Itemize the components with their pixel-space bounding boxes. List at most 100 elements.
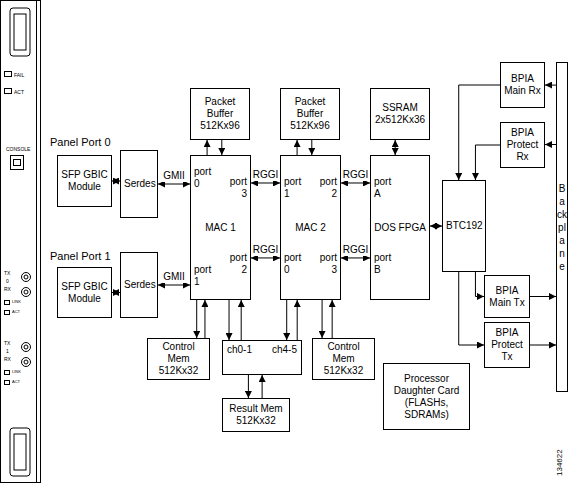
memory-box: Packet Buffer 512Kx96	[280, 88, 340, 140]
text-group: DOS FPGA	[371, 222, 429, 234]
block-label: SFP GBIC Module	[61, 169, 108, 193]
faceplate-label: TX	[4, 271, 10, 276]
block-label: Serdes	[124, 279, 154, 291]
signal-arrow	[229, 300, 230, 340]
signal-arrow	[459, 85, 500, 180]
signal-arrow	[341, 182, 370, 183]
block-label: Control Mem 512Kx32	[151, 341, 206, 377]
sfp-port	[24, 275, 28, 279]
text-group: BPIA Main Rx	[501, 73, 544, 97]
signal-arrow	[207, 140, 208, 155]
block-label: SSRAM 2x512Kx36	[374, 102, 426, 126]
port-label: port 2	[225, 252, 247, 276]
block-label: BPIA Main Tx	[488, 285, 526, 309]
led	[5, 301, 10, 305]
text-group: MAC 1	[191, 222, 250, 234]
bus-label: GMII	[162, 271, 186, 283]
signal-arrow	[332, 300, 333, 338]
text-group: Packet Buffer 512Kx96	[191, 96, 249, 132]
faceplate-label: LINK	[12, 300, 21, 304]
ejector-handle	[10, 8, 30, 56]
signal-arrow	[158, 285, 190, 286]
text-group: SSRAM 2x512Kx36	[371, 102, 429, 126]
text-group: Serdes	[121, 279, 157, 291]
text-group: Control Mem 512Kx32	[148, 341, 209, 377]
bpia-box: BPIA Protect Rx	[500, 122, 545, 168]
faceplate-label: CONSOLE	[6, 147, 30, 152]
serdes-block: Serdes	[120, 252, 158, 318]
signal-arrow	[204, 300, 205, 338]
btc-block: BTC192	[442, 180, 486, 272]
console-port	[14, 160, 21, 166]
port-label: port B	[374, 252, 396, 276]
block-label: MAC 2	[284, 222, 337, 234]
memory-box: Control Mem 512Kx32	[147, 338, 210, 380]
bus-label: RGGI	[342, 244, 370, 256]
signal-arrow	[251, 257, 280, 258]
faceplate-label: LINK	[12, 370, 21, 374]
port-label: port 1	[194, 264, 216, 288]
sfp-port	[22, 273, 31, 282]
signal-arrow	[475, 272, 484, 297]
signal-arrow	[112, 181, 120, 182]
block-label: Packet Buffer 512Kx96	[194, 96, 246, 132]
mac-block: port 0port 3port 2port 1MAC 1	[190, 155, 251, 300]
faceplate-outline	[1, 1, 41, 483]
block-label: Control Mem 512Kx32	[316, 341, 371, 377]
port-label: ch0-1	[227, 344, 252, 356]
block-label: Backplane	[557, 182, 567, 273]
bus-label: RGGI	[252, 169, 280, 181]
port-label: port 3	[315, 252, 337, 276]
figure-number: 134622	[556, 449, 564, 476]
sfp-port	[24, 360, 28, 364]
faceplate-label: FAIL	[14, 73, 24, 78]
port-label: port 2	[315, 176, 337, 200]
text-group: BPIA Protect Tx	[485, 327, 529, 363]
bus-label: RGGI	[342, 169, 370, 181]
signal-arrow	[251, 182, 280, 183]
faceplate-label: RX	[4, 287, 11, 292]
bus-label: RGGI	[252, 244, 280, 256]
faceplate-label: 1	[6, 349, 9, 354]
daughter-card-box: Processor Daughter Card(FLASHs, SDRAMs)	[383, 363, 470, 430]
text-group: Packet Buffer 512Kx96	[281, 96, 339, 132]
led	[5, 381, 10, 385]
signal-arrow	[545, 85, 556, 86]
block-label: BTC192	[446, 220, 482, 232]
mac-block: port 1port 2port 0port 3MAC 2	[280, 155, 341, 300]
block-label: MAC 1	[194, 222, 247, 234]
block-label: BPIA Main Rx	[504, 73, 541, 97]
block-label: BPIA Protect Tx	[488, 327, 526, 363]
text-group: BPIA Main Tx	[485, 285, 529, 309]
backplane-bar: Backplane	[556, 62, 568, 392]
faceplate	[1, 0, 41, 483]
signal-arrow	[322, 300, 323, 338]
signal-arrow	[530, 345, 556, 346]
signal-arrow	[248, 375, 249, 398]
port-label: ch4-5	[272, 344, 297, 356]
bpia-box: BPIA Main Tx	[484, 275, 530, 318]
memory-box: SSRAM 2x512Kx36	[370, 88, 430, 140]
console-port	[11, 156, 24, 170]
sfp-port	[24, 345, 28, 349]
text-group: BPIA Protect Rx	[501, 127, 544, 163]
text-group: SFP GBIC Module	[58, 169, 111, 193]
signal-arrow	[112, 292, 120, 293]
block-label: Packet Buffer 512Kx96	[284, 96, 336, 132]
sfp-module: SFP GBIC Module	[57, 267, 112, 318]
bpia-box: BPIA Protect Tx	[484, 322, 530, 368]
faceplate-label: ACT	[12, 380, 20, 384]
block-label: Processor Daughter Card	[387, 373, 466, 397]
bpia-box: BPIA Main Rx	[500, 62, 545, 108]
faceplate-label: RX	[4, 357, 11, 362]
signal-arrow	[311, 140, 312, 155]
block-label: SFP GBIC Module	[61, 281, 108, 305]
signal-arrow	[158, 184, 190, 185]
port-label: port 0	[194, 166, 216, 190]
signal-arrow	[241, 300, 242, 340]
signal-arrow	[286, 300, 287, 340]
signal-arrow	[430, 226, 442, 227]
text-group: MAC 2	[281, 222, 340, 234]
block-label: Serdes	[124, 178, 154, 190]
